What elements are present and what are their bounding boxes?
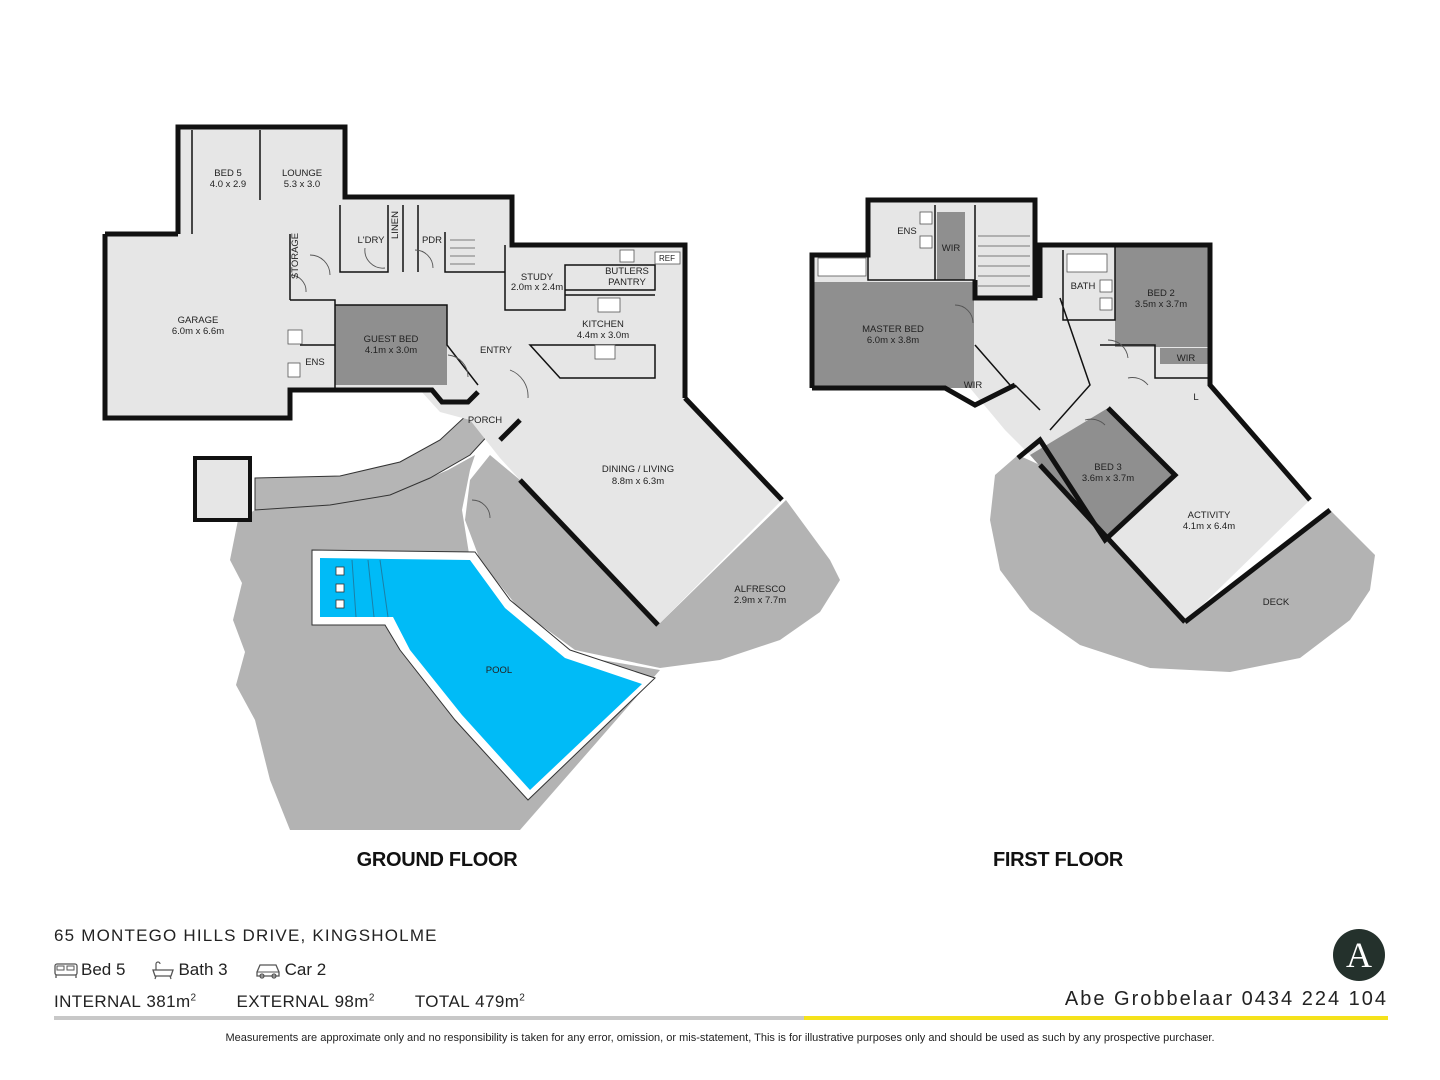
bed3-label: BED 3 bbox=[1094, 462, 1121, 473]
activity-label: ACTIVITY bbox=[1188, 510, 1231, 521]
pool-label: POOL bbox=[486, 665, 512, 676]
lounge-size: 5.3 x 3.0 bbox=[284, 179, 320, 190]
guest-bed-floor bbox=[335, 305, 447, 385]
alfresco-label: ALFRESCO bbox=[734, 584, 785, 595]
first-deck-area bbox=[990, 455, 1375, 672]
first-floor-plan: ENS WIR MASTER BED 6.0m x 3.8m WIR BATH … bbox=[809, 197, 1375, 871]
activity-size: 4.1m x 6.4m bbox=[1183, 521, 1235, 532]
master-bed-size: 6.0m x 3.8m bbox=[867, 335, 919, 346]
entry-label: ENTRY bbox=[480, 345, 513, 356]
first-wir-floor bbox=[937, 212, 965, 280]
ground-floor-plan: BED 5 4.0 x 2.9 LOUNGE 5.3 x 3.0 GARAGE … bbox=[102, 124, 840, 871]
dining-living-label: DINING / LIVING bbox=[602, 464, 674, 475]
bed2-floor bbox=[1115, 247, 1208, 347]
pantry-label: PANTRY bbox=[608, 277, 646, 288]
bed2-wir-label: WIR bbox=[1177, 353, 1196, 364]
ground-alfresco-area bbox=[465, 455, 840, 668]
alfresco-size: 2.9m x 7.7m bbox=[734, 595, 786, 606]
first-wir-master-label: WIR bbox=[942, 243, 961, 254]
master-bed-floor bbox=[812, 282, 974, 388]
ground-walls bbox=[175, 124, 688, 398]
first-bath-label: BATH bbox=[1071, 281, 1096, 292]
ldry-label: L'DRY bbox=[358, 235, 386, 246]
linen-label: LINEN bbox=[390, 211, 401, 239]
first-floor-title: FIRST FLOOR bbox=[993, 849, 1124, 871]
garage-label: GARAGE bbox=[178, 315, 219, 326]
butlers-label: BUTLERS bbox=[605, 266, 649, 277]
garage-size: 6.0m x 6.6m bbox=[172, 326, 224, 337]
storage-label: STORAGE bbox=[290, 233, 301, 279]
pdr-label: PDR bbox=[422, 235, 442, 246]
study-size: 2.0m x 2.4m bbox=[511, 282, 563, 293]
bed3-size: 3.6m x 3.7m bbox=[1082, 473, 1134, 484]
pool-steps bbox=[351, 559, 389, 618]
first-linen-label: L bbox=[1193, 392, 1198, 403]
deck-label: DECK bbox=[1263, 597, 1290, 608]
kitchen-size: 4.4m x 3.0m bbox=[577, 330, 629, 341]
ground-pool-water bbox=[320, 558, 642, 790]
porch-label: PORCH bbox=[468, 415, 502, 426]
guest-bed-label: GUEST BED bbox=[364, 334, 419, 345]
bed2-size: 3.5m x 3.7m bbox=[1135, 299, 1187, 310]
bed2-label: BED 2 bbox=[1147, 288, 1174, 299]
kitchen-label: KITCHEN bbox=[582, 319, 624, 330]
bed2-wir-floor bbox=[1160, 348, 1208, 364]
ground-floor-title: GROUND FLOOR bbox=[357, 849, 519, 871]
dining-living-size: 8.8m x 6.3m bbox=[612, 476, 664, 487]
bed5-size: 4.0 x 2.9 bbox=[210, 179, 246, 190]
first-ens-label: ENS bbox=[897, 226, 917, 237]
study-label: STUDY bbox=[521, 272, 554, 283]
first-wir-lower-label: WIR bbox=[964, 380, 983, 391]
bed5-label: BED 5 bbox=[214, 168, 241, 179]
master-bed-label: MASTER BED bbox=[862, 324, 924, 335]
gate-structure bbox=[193, 456, 252, 522]
lounge-label: LOUNGE bbox=[282, 168, 322, 179]
guest-bed-size: 4.1m x 3.0m bbox=[365, 345, 417, 356]
ref-label: REF bbox=[659, 254, 675, 263]
ens-label: ENS bbox=[305, 357, 325, 368]
